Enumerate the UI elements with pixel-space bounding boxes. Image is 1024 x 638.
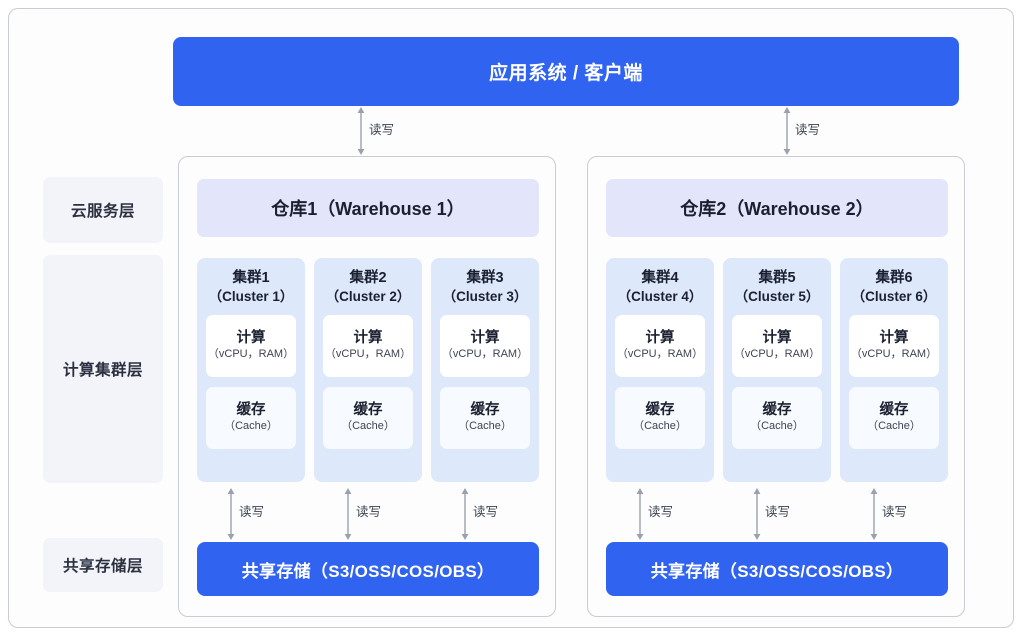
cluster-card-5[interactable]: 集群5 （Cluster 5） 计算 （vCPU，RAM） 缓存 （Cache）: [723, 258, 831, 482]
warehouse-2-header: 仓库2（Warehouse 2）: [606, 179, 948, 237]
cluster-5-title: 集群5 （Cluster 5）: [732, 269, 822, 305]
cluster-1-title: 集群1 （Cluster 1）: [206, 269, 296, 305]
warehouse-2-container: 仓库2（Warehouse 2） 集群4 （Cluster 4） 计算 （vCP…: [587, 156, 965, 617]
cluster-2-title: 集群2 （Cluster 2）: [323, 269, 413, 305]
double-arrow-icon: [461, 488, 469, 540]
layer-label-compute-cluster: 计算集群层: [43, 255, 163, 483]
cluster-6-compute-box: 计算 （vCPU，RAM）: [849, 314, 939, 377]
cache-label-en: （Cache）: [224, 420, 278, 433]
warehouse-1-rw-row: 读写 读写 读写: [197, 488, 539, 540]
compute-label-en: （vCPU，RAM）: [441, 348, 529, 361]
cache-label-en: （Cache）: [633, 420, 687, 433]
cluster-5-name-en: （Cluster 5）: [734, 288, 820, 304]
cluster-3-title: 集群3 （Cluster 3）: [440, 269, 530, 305]
double-arrow-icon: [227, 488, 235, 540]
layer-label-shared-storage: 共享存储层: [43, 538, 163, 592]
cluster-2-compute-box: 计算 （vCPU，RAM）: [323, 314, 413, 377]
rw-connector-cluster-5: 读写: [723, 488, 831, 540]
cache-label-cn: 缓存: [879, 402, 909, 419]
app-system-banner: 应用系统 / 客户端: [173, 37, 959, 106]
warehouse-1-header: 仓库1（Warehouse 1）: [197, 179, 539, 237]
rw-label: 读写: [369, 123, 395, 137]
double-arrow-icon: [753, 488, 761, 540]
warehouse-1-shared-storage: 共享存储（S3/OSS/COS/OBS）: [197, 542, 539, 596]
compute-label-cn: 计算: [879, 330, 909, 347]
compute-label-en: （vCPU，RAM）: [616, 348, 704, 361]
compute-label-en: （vCPU，RAM）: [324, 348, 412, 361]
rw-connector-cluster-1: 读写: [197, 488, 305, 540]
cluster-4-name-cn: 集群4: [641, 270, 679, 286]
cluster-card-4[interactable]: 集群4 （Cluster 4） 计算 （vCPU，RAM） 缓存 （Cache）: [606, 258, 714, 482]
compute-label-cn: 计算: [645, 330, 675, 347]
diagram-frame: 应用系统 / 客户端 云服务层 计算集群层 共享存储层 读写 读写 仓库1（Wa…: [8, 8, 1014, 628]
double-arrow-icon: [636, 488, 644, 540]
double-arrow-icon: [870, 488, 878, 540]
cluster-2-cache-box: 缓存 （Cache）: [323, 386, 413, 449]
compute-label-en: （vCPU，RAM）: [207, 348, 295, 361]
cache-label-cn: 缓存: [353, 402, 383, 419]
rw-connector-cluster-2: 读写: [314, 488, 422, 540]
cache-label-en: （Cache）: [867, 420, 921, 433]
warehouse-1-container: 仓库1（Warehouse 1） 集群1 （Cluster 1） 计算 （vCP…: [178, 156, 556, 617]
cluster-1-name-en: （Cluster 1）: [208, 288, 294, 304]
cluster-6-name-cn: 集群6: [875, 270, 913, 286]
cluster-4-title: 集群4 （Cluster 4）: [615, 269, 705, 305]
rw-label: 读写: [765, 505, 791, 519]
warehouse-2-rw-row: 读写 读写 读写: [606, 488, 948, 540]
cluster-1-name-cn: 集群1: [232, 270, 270, 286]
cache-label-en: （Cache）: [341, 420, 395, 433]
rw-label: 读写: [356, 505, 382, 519]
double-arrow-icon: [783, 107, 791, 155]
compute-label-en: （vCPU，RAM）: [733, 348, 821, 361]
cache-label-cn: 缓存: [236, 402, 266, 419]
rw-label: 读写: [473, 505, 499, 519]
layer-label-cloud-service: 云服务层: [43, 177, 163, 243]
cluster-2-name-en: （Cluster 2）: [325, 288, 411, 304]
cluster-6-title: 集群6 （Cluster 6）: [849, 269, 939, 305]
rw-connector-warehouse-1: 读写: [335, 107, 405, 155]
cluster-3-name-en: （Cluster 3）: [442, 288, 528, 304]
rw-label: 读写: [648, 505, 674, 519]
warehouse-2-cluster-row: 集群4 （Cluster 4） 计算 （vCPU，RAM） 缓存 （Cache）…: [606, 258, 948, 482]
cluster-1-compute-box: 计算 （vCPU，RAM）: [206, 314, 296, 377]
cache-label-en: （Cache）: [750, 420, 804, 433]
double-arrow-icon: [357, 107, 365, 155]
compute-label-cn: 计算: [236, 330, 266, 347]
compute-label-cn: 计算: [762, 330, 792, 347]
cluster-3-cache-box: 缓存 （Cache）: [440, 386, 530, 449]
cluster-4-compute-box: 计算 （vCPU，RAM）: [615, 314, 705, 377]
rw-label: 读写: [239, 505, 265, 519]
cluster-card-2[interactable]: 集群2 （Cluster 2） 计算 （vCPU，RAM） 缓存 （Cache）: [314, 258, 422, 482]
double-arrow-icon: [344, 488, 352, 540]
cluster-4-name-en: （Cluster 4）: [617, 288, 703, 304]
cache-label-en: （Cache）: [458, 420, 512, 433]
cluster-card-3[interactable]: 集群3 （Cluster 3） 计算 （vCPU，RAM） 缓存 （Cache）: [431, 258, 539, 482]
cache-label-cn: 缓存: [762, 402, 792, 419]
rw-label: 读写: [795, 123, 821, 137]
rw-connector-cluster-6: 读写: [840, 488, 948, 540]
cluster-5-name-cn: 集群5: [758, 270, 796, 286]
warehouse-1-cluster-row: 集群1 （Cluster 1） 计算 （vCPU，RAM） 缓存 （Cache）…: [197, 258, 539, 482]
cluster-6-name-en: （Cluster 6）: [851, 288, 937, 304]
cluster-2-name-cn: 集群2: [349, 270, 387, 286]
cluster-card-1[interactable]: 集群1 （Cluster 1） 计算 （vCPU，RAM） 缓存 （Cache）: [197, 258, 305, 482]
compute-label-cn: 计算: [353, 330, 383, 347]
cluster-card-6[interactable]: 集群6 （Cluster 6） 计算 （vCPU，RAM） 缓存 （Cache）: [840, 258, 948, 482]
warehouse-2-shared-storage: 共享存储（S3/OSS/COS/OBS）: [606, 542, 948, 596]
cluster-4-cache-box: 缓存 （Cache）: [615, 386, 705, 449]
cluster-6-cache-box: 缓存 （Cache）: [849, 386, 939, 449]
compute-label-en: （vCPU，RAM）: [850, 348, 938, 361]
cluster-3-compute-box: 计算 （vCPU，RAM）: [440, 314, 530, 377]
cluster-3-name-cn: 集群3: [466, 270, 504, 286]
cluster-5-compute-box: 计算 （vCPU，RAM）: [732, 314, 822, 377]
cluster-5-cache-box: 缓存 （Cache）: [732, 386, 822, 449]
compute-label-cn: 计算: [470, 330, 500, 347]
cache-label-cn: 缓存: [645, 402, 675, 419]
cache-label-cn: 缓存: [470, 402, 500, 419]
rw-connector-warehouse-2: 读写: [761, 107, 831, 155]
rw-connector-cluster-3: 读写: [431, 488, 539, 540]
rw-connector-cluster-4: 读写: [606, 488, 714, 540]
rw-label: 读写: [882, 505, 908, 519]
cluster-1-cache-box: 缓存 （Cache）: [206, 386, 296, 449]
